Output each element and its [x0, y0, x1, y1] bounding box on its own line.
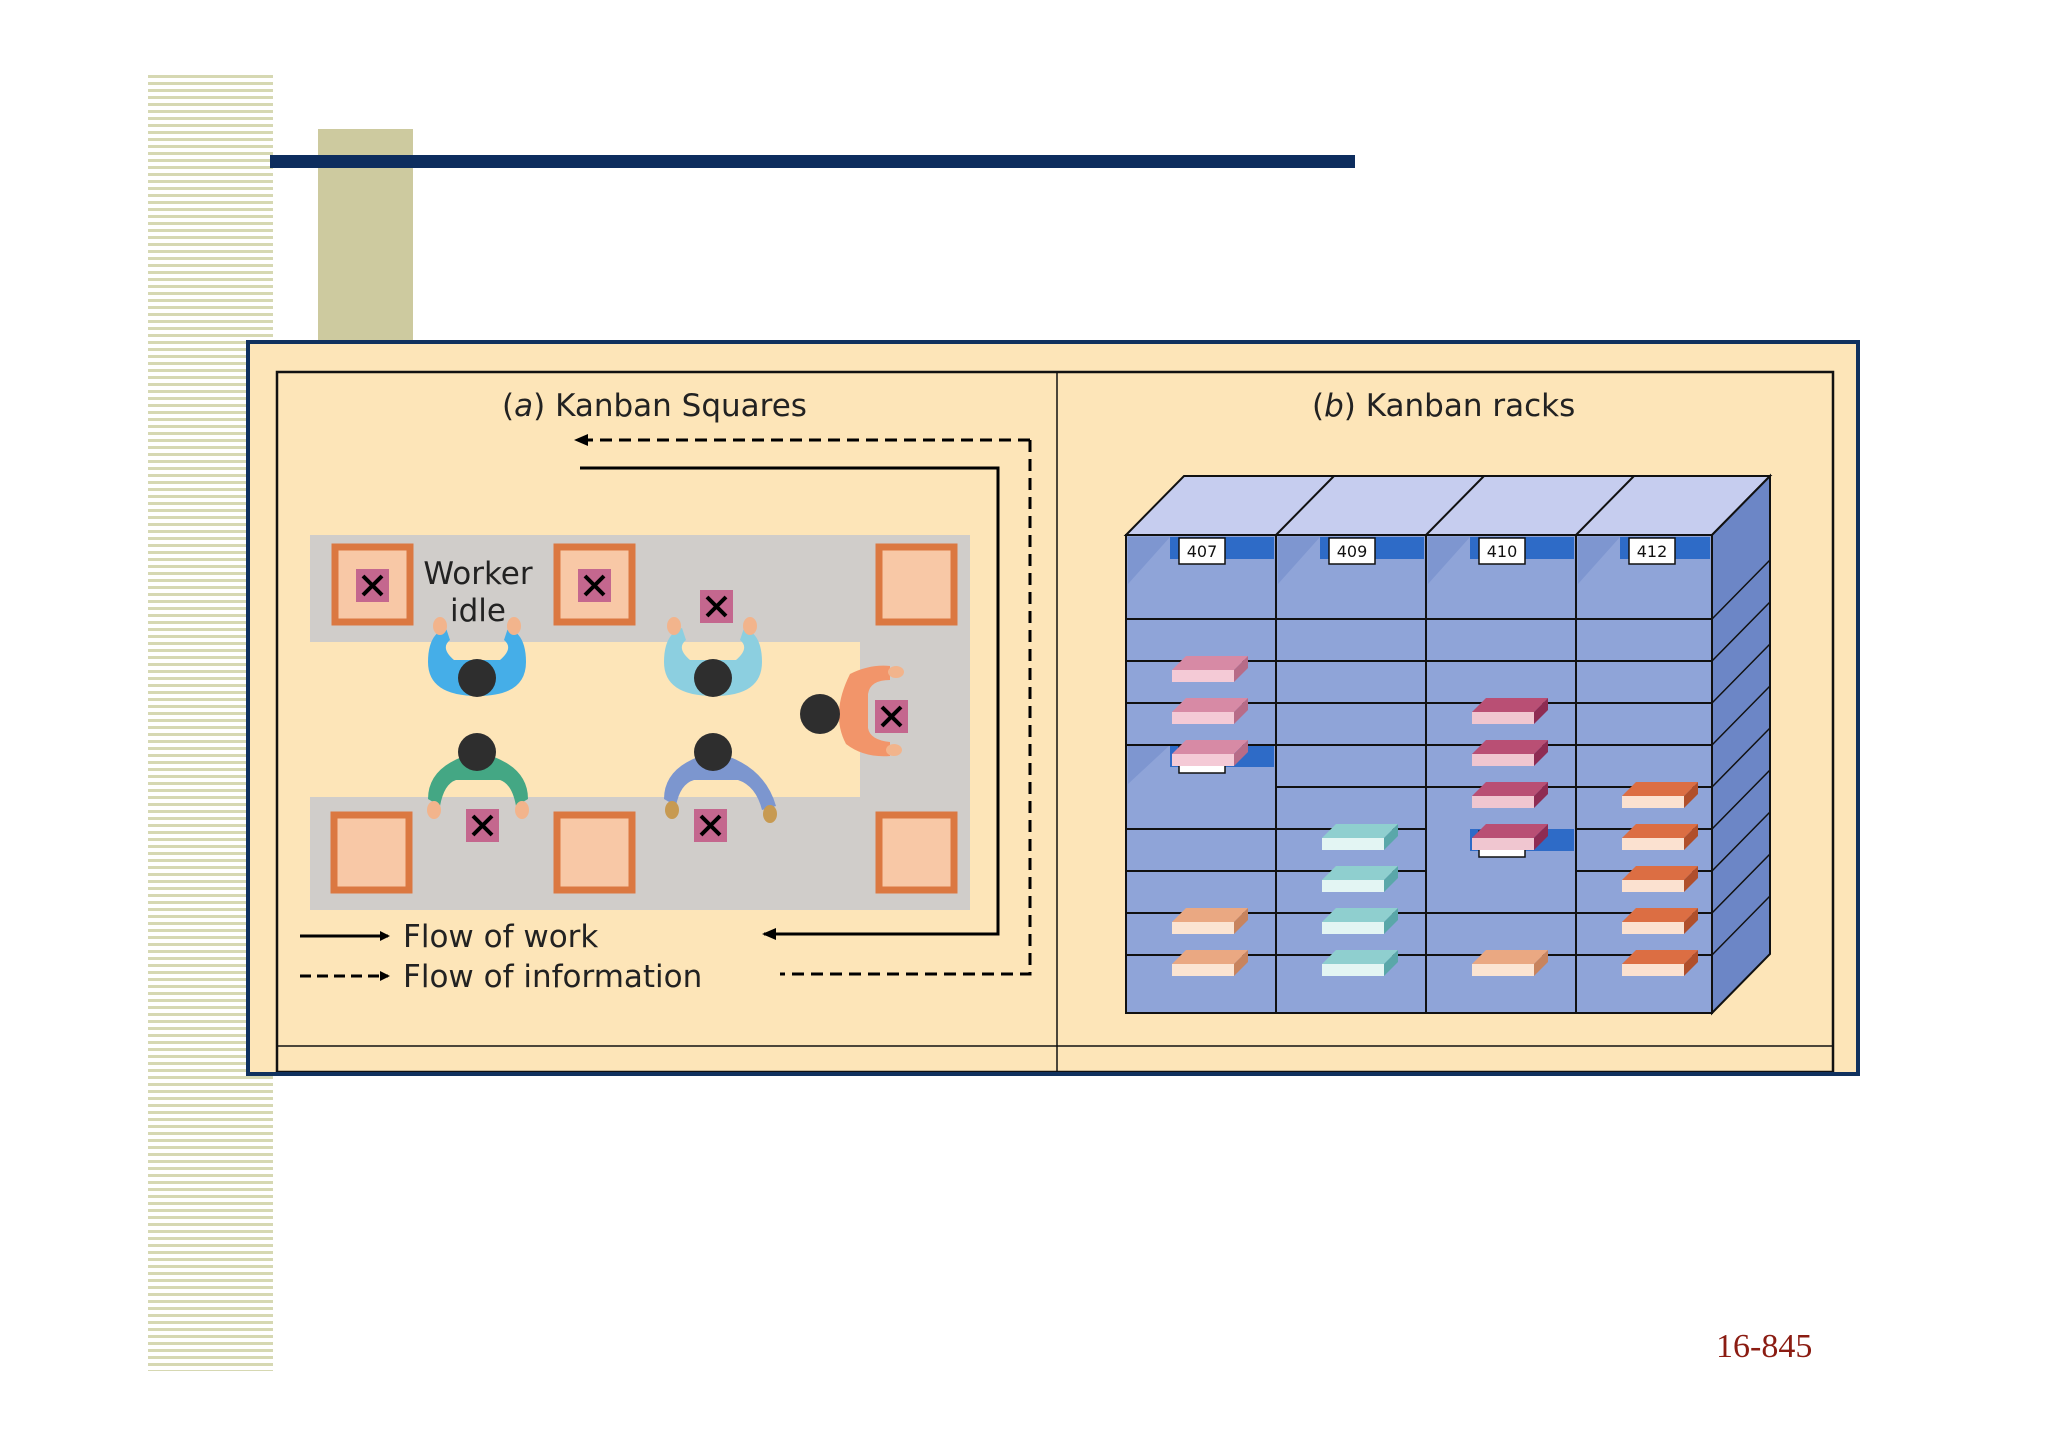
kanban-figure-svg: (a) Kanban Squares Worker idle	[250, 344, 1856, 1074]
x-marker-icon	[694, 809, 727, 842]
rack-side	[1711, 473, 1771, 1016]
worker-icon	[664, 617, 762, 697]
kanban-bin	[1622, 908, 1698, 934]
title-rule	[270, 155, 1355, 168]
worker-icon	[664, 733, 777, 823]
kanban-bin	[1622, 866, 1698, 892]
worker-icon	[427, 733, 529, 819]
panel-b-title: (b) Kanban racks	[1312, 388, 1575, 424]
svg-text:409: 409	[1337, 542, 1368, 561]
kanban-square	[330, 811, 413, 894]
rack-top	[1123, 475, 1773, 536]
panel-b: (b) Kanban racks	[1123, 388, 1773, 1016]
kanban-square	[553, 811, 636, 894]
rack-label-407: 407	[1178, 537, 1226, 565]
kanban-bin	[1622, 824, 1698, 850]
worker-idle-label-line2: idle	[450, 593, 506, 629]
kanban-bin	[1322, 950, 1398, 976]
kanban-bin	[1622, 782, 1698, 808]
kanban-bin	[1322, 824, 1398, 850]
kanban-bin	[1172, 908, 1248, 934]
kanban-square	[875, 543, 958, 626]
rack-label-409: 409	[1328, 537, 1376, 565]
kanban-bin	[1172, 740, 1248, 766]
kanban-bin	[1472, 782, 1548, 808]
worker-idle-label-line1: Worker	[423, 556, 532, 592]
kanban-bin	[1322, 866, 1398, 892]
x-marker-icon	[466, 809, 499, 842]
rack-label-412: 412	[1628, 537, 1676, 565]
kanban-bin	[1172, 698, 1248, 724]
slide-page-number: 16-845	[1716, 1328, 1813, 1365]
work-flow-line	[580, 466, 1000, 940]
kanban-bin	[1322, 908, 1398, 934]
kanban-bin	[1172, 656, 1248, 682]
work-table	[310, 642, 860, 797]
legend-flow-of-work: Flow of work	[403, 919, 598, 955]
kanban-bin	[1472, 698, 1548, 724]
x-marker-icon	[875, 700, 908, 733]
kanban-bin	[1472, 950, 1548, 976]
worker-icon	[800, 665, 904, 757]
panel-a-title: (a) Kanban Squares	[502, 388, 807, 424]
kanban-bin	[1622, 950, 1698, 976]
worker-icon	[428, 617, 526, 697]
x-marker-icon	[356, 569, 389, 602]
svg-text:407: 407	[1187, 542, 1218, 561]
kanban-square	[875, 811, 958, 894]
kanban-bin	[1472, 824, 1548, 850]
panel-a: (a) Kanban Squares Worker idle	[300, 388, 1032, 995]
svg-text:410: 410	[1487, 542, 1518, 561]
kanban-figure: (a) Kanban Squares Worker idle	[246, 340, 1860, 1076]
rack-front	[1125, 534, 1713, 1014]
kanban-bin	[1472, 740, 1548, 766]
x-marker-icon	[700, 590, 733, 623]
legend-flow-of-information: Flow of information	[403, 959, 702, 995]
information-flow-right	[780, 440, 1032, 976]
x-marker-icon	[578, 569, 611, 602]
rack-label-410: 410	[1478, 537, 1526, 565]
svg-text:412: 412	[1637, 542, 1668, 561]
kanban-bin	[1172, 950, 1248, 976]
